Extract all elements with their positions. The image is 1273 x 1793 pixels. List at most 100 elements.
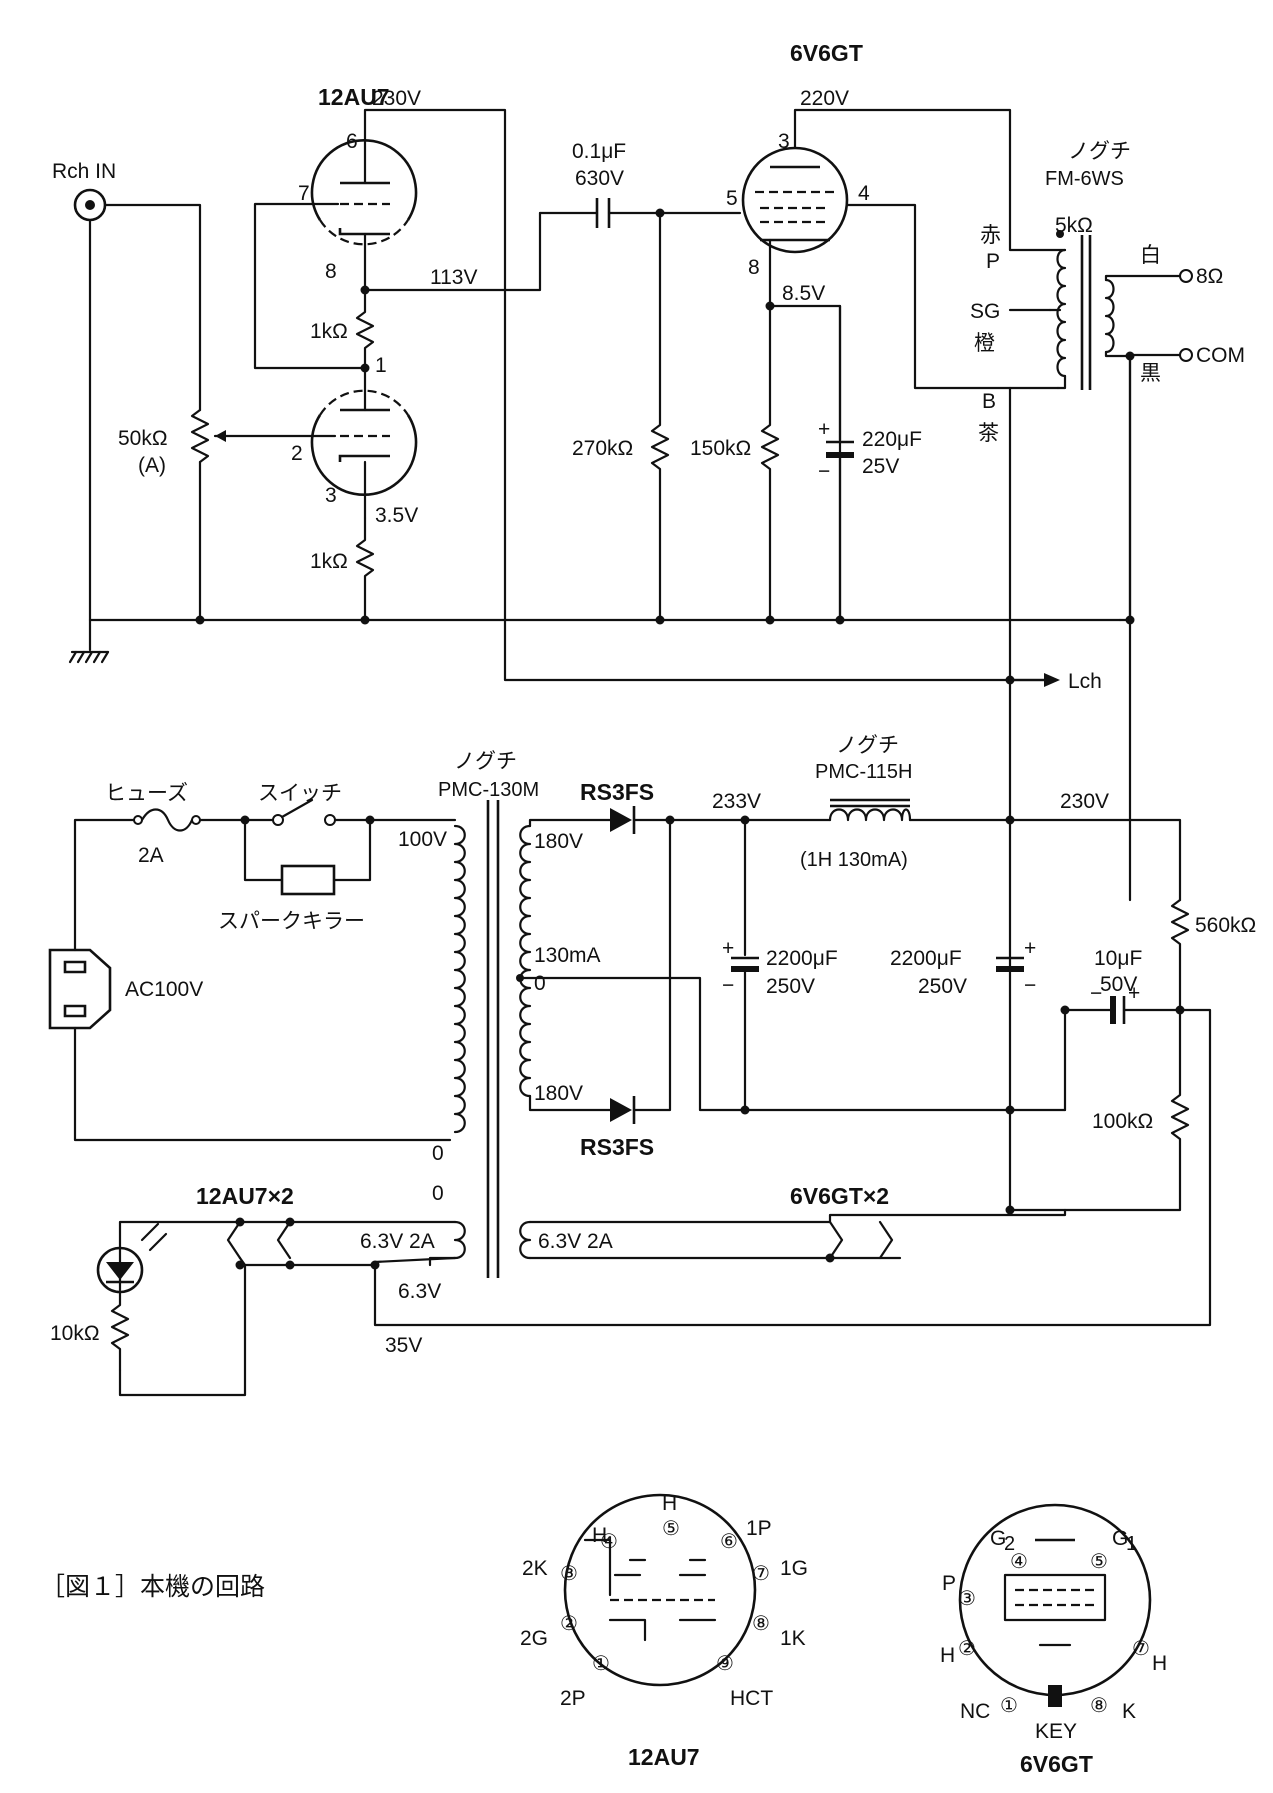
coupling-capacitor (595, 198, 611, 228)
choke-maker: ノグチ (836, 734, 899, 757)
out-com-wire (1104, 350, 1182, 358)
pin-8: 8 (325, 260, 337, 283)
pin-4-6v6: 4 (858, 182, 870, 205)
cathode-follower-wire (363, 211, 542, 292)
pin-b-key: KEY (1035, 1720, 1077, 1743)
volume-pot (190, 408, 210, 464)
pin-b-nc: NC (960, 1700, 990, 1723)
pin-a-h4: H (592, 1524, 607, 1547)
minus-sign-f2: − (1024, 974, 1036, 997)
pt-sec-ct-ma: 130mA (534, 944, 601, 967)
ot-p-lead: P (986, 250, 1000, 273)
pin-a-1g: 1G (780, 1557, 808, 1580)
diode-bottom-label: RS3FS (580, 1134, 654, 1160)
lch-arrow-icon (1044, 673, 1060, 687)
choke-spec: (1H 130mA) (800, 849, 908, 871)
pin-a-n4: ④ (600, 1531, 618, 1553)
output-heaters-label: 6V6GT×2 (790, 1183, 889, 1209)
output-heaters-icon (828, 1220, 894, 1260)
out-8ohm-terminal (1179, 269, 1193, 283)
power-transformer (453, 800, 532, 1278)
ac-neutral-wire (73, 1026, 452, 1142)
pin-b-n1: ① (1000, 1695, 1018, 1717)
cathode-voltage: 3.5V (375, 504, 418, 527)
pin-a-n2: ② (560, 1613, 578, 1635)
preamp-plate-voltage: 230V (372, 87, 421, 110)
output-transformer (1056, 230, 1115, 390)
spark-killer-icon (280, 864, 336, 896)
pinout-a-name: 12AU7 (628, 1744, 700, 1770)
ot-com-label: COM (1196, 344, 1245, 367)
resistor-1k-lower (355, 516, 375, 622)
diode-bottom-icon (610, 1098, 632, 1122)
pin-a-1k: 1K (780, 1627, 806, 1650)
resistor-100k (1008, 1008, 1190, 1212)
out-com-terminal (1179, 348, 1193, 362)
ot-sg-lead: SG (970, 300, 1000, 323)
pin-8-6v6: 8 (748, 256, 760, 279)
resistor-150k (760, 304, 780, 622)
pt-maker: ノグチ (454, 750, 517, 773)
pin-7: 7 (298, 182, 310, 205)
pin-b-h2: H (940, 1644, 955, 1667)
led-icon (96, 1222, 168, 1294)
ac-inlet-icon (48, 948, 112, 1030)
plate-supply-wire (363, 108, 1047, 682)
bypass-cap-voltage: 25V (862, 455, 899, 478)
plus-sign-f1: + (722, 937, 734, 960)
pin-a-n1: ① (592, 1653, 610, 1675)
pin-a-n5: ⑤ (662, 1518, 680, 1540)
filter2-value: 2200μF (890, 947, 962, 970)
ground-icon (68, 650, 110, 664)
ot-orange-lead: 橙 (974, 332, 995, 355)
bias-wire (373, 1008, 1212, 1327)
figure-caption: ［図１］本機の回路 (40, 1573, 265, 1601)
pin-b-n7: ⑦ (1132, 1638, 1150, 1660)
b-plus-out-wire (908, 818, 1182, 902)
pin-b-n3: ③ (958, 1588, 976, 1610)
bias-capacitor (1110, 996, 1116, 1024)
pt-pri-0: 0 (432, 1142, 444, 1165)
resistor-1k-upper-label: 1kΩ (310, 320, 348, 343)
pin-a-n7: ⑦ (752, 1563, 770, 1585)
pin-a-2k: 2K (522, 1557, 548, 1580)
pin-a-2p: 2P (560, 1687, 586, 1710)
grid-feedback-wire (253, 202, 367, 370)
pin-a-n6: ⑥ (720, 1531, 738, 1553)
coupling-cap-voltage: 630V (575, 167, 624, 190)
pt-heater-0: 0 (432, 1182, 444, 1205)
resistor-1k-lower-label: 1kΩ (310, 550, 348, 573)
pin-b-n4: ④ (1010, 1551, 1028, 1573)
pin-b-g2: G (990, 1527, 1006, 1550)
pin-a-n9: ⑨ (716, 1653, 734, 1675)
resistor-560k (1170, 898, 1190, 1012)
pin-a-n3: ③ (560, 1563, 578, 1585)
preamp-heaters-icon (226, 1220, 292, 1260)
resistor-560k-label: 560kΩ (1195, 914, 1256, 937)
fuse-label: ヒューズ (105, 782, 188, 805)
pin-b-k: K (1122, 1700, 1136, 1723)
12au7-pinout-diagram (563, 1493, 757, 1687)
pin-2: 2 (291, 442, 303, 465)
pt-model: PMC-130M (438, 779, 539, 801)
pt-sec-180-top: 180V (534, 830, 583, 853)
pin-5-6v6: 5 (726, 187, 738, 210)
ot-white-lead: 白 (1140, 244, 1161, 267)
pin-a-2g: 2G (520, 1627, 548, 1650)
ot-8ohm-label: 8Ω (1196, 265, 1223, 288)
choke-model: PMC-115H (815, 761, 912, 783)
minus-sign-f1: − (722, 974, 734, 997)
output-tube-label: 6V6GT (790, 40, 863, 66)
switch-label: スイッチ (258, 782, 342, 805)
resistor-100k-label: 100kΩ (1092, 1110, 1153, 1133)
pin-a-n8: ⑧ (752, 1613, 770, 1635)
pin-3-6v6: 3 (778, 130, 790, 153)
fuse-icon (133, 808, 201, 832)
pin-a-hct: HCT (730, 1687, 773, 1710)
pin-b-h7: H (1152, 1652, 1167, 1675)
volume-value: 50kΩ (118, 427, 168, 450)
input-label: Rch IN (52, 160, 116, 183)
pin-b-n5: ⑤ (1090, 1551, 1108, 1573)
plus-sign: + (818, 418, 830, 441)
ac-line-wire (73, 818, 137, 952)
